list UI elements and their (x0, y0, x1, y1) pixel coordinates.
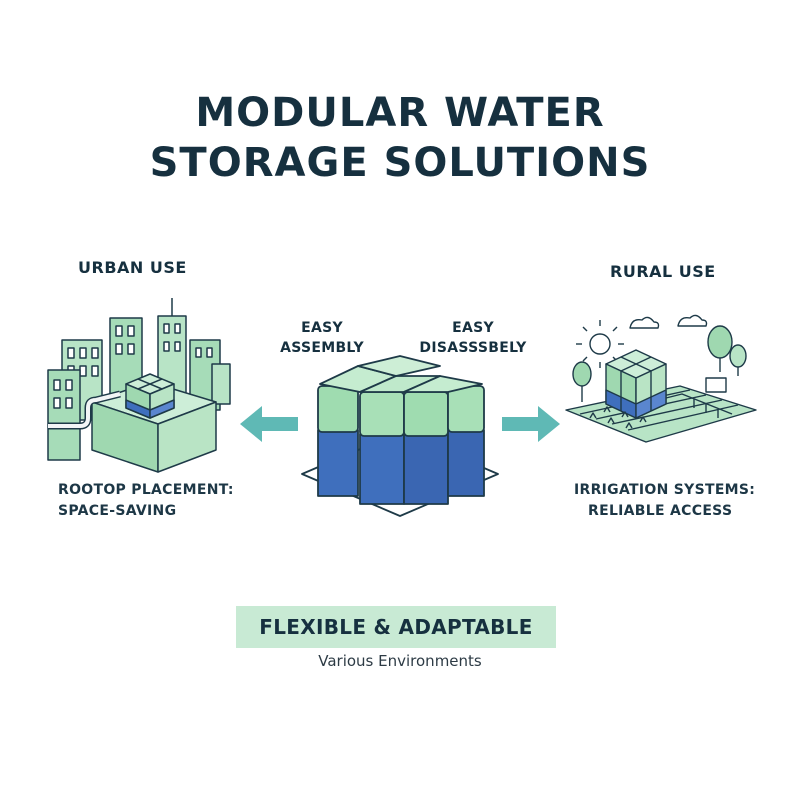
flexible-adaptable-banner: FLEXIBLE & ADAPTABLE (236, 606, 556, 648)
various-environments-subtitle: Various Environments (318, 652, 482, 670)
easy-disassembly-line-2: DISASSSBELY (419, 340, 527, 356)
easy-assembly-line-1: EASY (301, 320, 343, 336)
title-line-2: STORAGE SOLUTIONS (149, 140, 651, 186)
urban-caption-line-1: ROOTOP PLACEMENT: (58, 482, 234, 498)
rural-caption: IRRIGATION SYSTEMS: RELIABLE ACCESS (574, 480, 755, 522)
urban-caption: ROOTOP PLACEMENT: SPACE-SAVING (58, 480, 234, 522)
title-line-1: MODULAR WATER (195, 90, 605, 136)
easy-assembly-line-2: ASSEMBLY (280, 340, 364, 356)
page-title: MODULAR WATER STORAGE SOLUTIONS (0, 88, 800, 188)
sun-icon (589, 333, 611, 355)
rural-field-illustration (565, 314, 757, 443)
rural-use-heading: RURAL USE (610, 262, 716, 281)
rural-caption-line-2: RELIABLE ACCESS (588, 503, 733, 519)
easy-assembly-label: EASY ASSEMBLY (270, 318, 374, 358)
urban-use-heading: URBAN USE (78, 258, 187, 277)
urban-city-illustration (47, 298, 231, 473)
arrow-right-icon (502, 406, 560, 442)
rural-caption-line-1: IRRIGATION SYSTEMS: (574, 482, 756, 498)
arrow-left-icon (240, 406, 298, 442)
easy-disassembly-label: EASY DISASSSBELY (412, 318, 534, 358)
modular-tank-illustration (301, 355, 499, 517)
urban-caption-line-2: SPACE-SAVING (58, 503, 177, 519)
easy-disassembly-line-1: EASY (452, 320, 494, 336)
